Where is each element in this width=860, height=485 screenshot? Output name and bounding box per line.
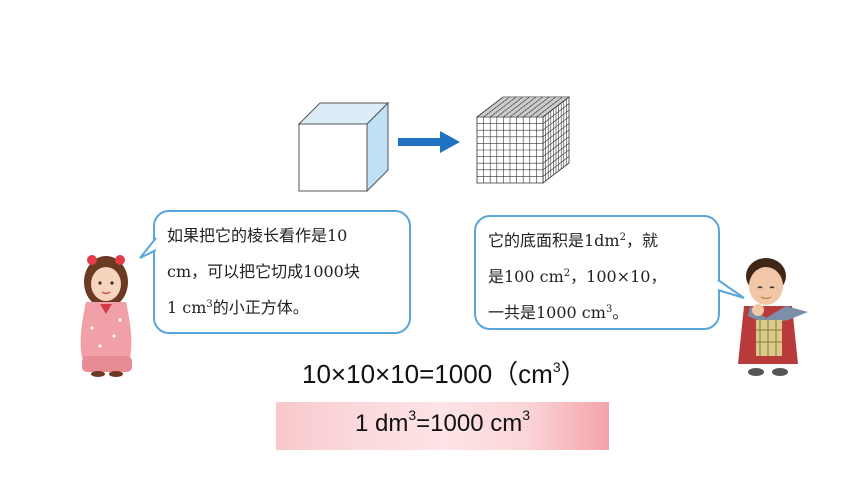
girl-speech-line-3: 1 cm3的小正方体。 [167,298,309,317]
girl-bubble-tail [139,237,157,259]
unit-conversion-result: 1 dm3=1000 cm3 [354,407,531,437]
girl-speech-line-1: 如果把它的棱长看作是10 [167,226,348,245]
volume-equation: 10×10×10=1000（cm3） [302,359,587,389]
boy-speech-line-2: 是100 cm2，100×10， [488,267,667,286]
girl-character-illustration [80,255,132,377]
girl-speech-line-2: cm，可以把它切成1000块 [167,262,360,281]
right-arrow-icon [398,131,460,153]
boy-speech-line-3: 一共是1000 cm3。 [488,303,629,322]
boy-speech-line-1: 它的底面积是1dm2，就 [488,231,658,250]
grid-cube-illustration [475,96,571,184]
boy-speech-bubble: 它的底面积是1dm2，就 是100 cm2，100×10， 一共是1000 cm… [474,215,720,330]
result-highlight-box [276,402,609,450]
girl-speech-bubble: 如果把它的棱长看作是10 cm，可以把它切成1000块 1 cm3的小正方体。 [153,210,411,334]
boy-character-illustration [738,258,808,376]
boy-bubble-tail [717,279,745,299]
plain-cube-illustration [297,101,390,193]
